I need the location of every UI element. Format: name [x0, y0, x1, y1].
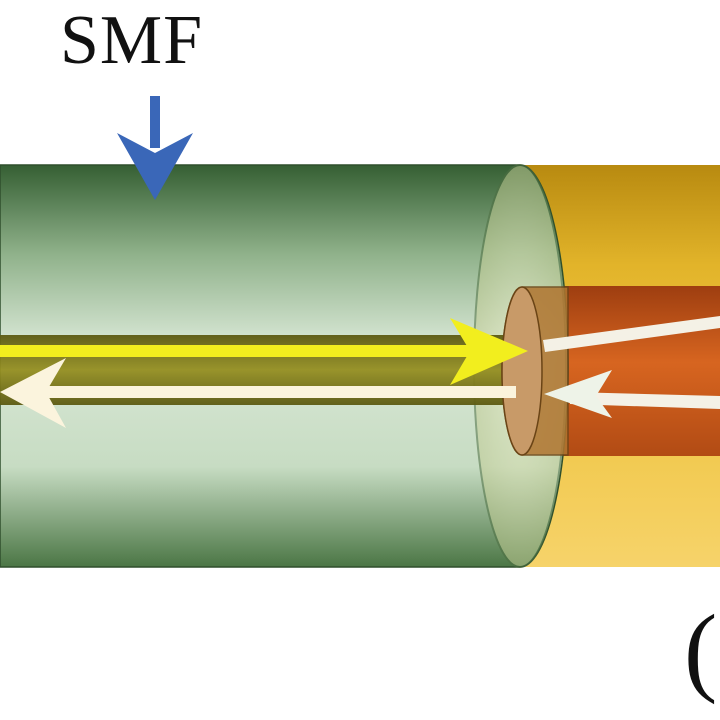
forward-beam-arrowhead [450, 318, 528, 385]
return-beam-arrowhead [0, 358, 66, 428]
forward-beam-line [0, 345, 470, 357]
incoming-lower-arrowhead [544, 370, 612, 418]
smf-label: SMF [60, 2, 204, 79]
incoming-lower-beam [570, 392, 720, 409]
incoming-upper-beam [543, 316, 720, 352]
core-stub [501, 286, 569, 456]
forward-beam [0, 318, 528, 385]
pointer-arrow-icon [117, 96, 193, 200]
return-beam-line [40, 386, 516, 398]
panel-label: ( [684, 594, 718, 705]
core-stub-face [501, 286, 543, 456]
second-fiber-beams [543, 316, 720, 418]
return-beam [0, 358, 516, 428]
